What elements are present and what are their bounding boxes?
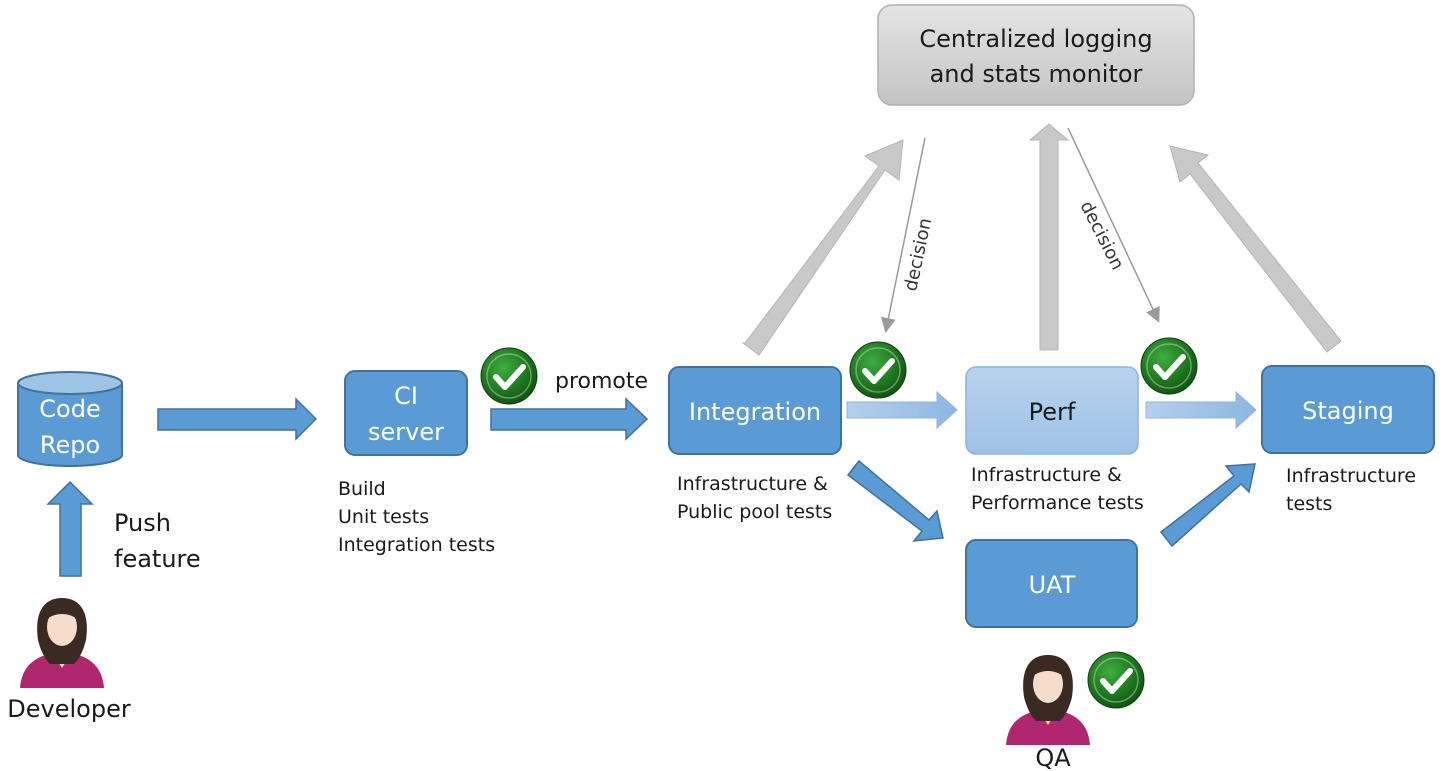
ci-note-line2: Unit tests — [338, 506, 429, 528]
checkmark-icon — [1140, 337, 1198, 395]
integration-box — [668, 366, 842, 455]
ci-server-label-line2: server — [368, 418, 444, 446]
monitor-label-line1: Centralized logging — [919, 25, 1152, 53]
integration-label: Integration — [689, 398, 821, 426]
uat-box — [965, 539, 1138, 628]
monitor-box — [877, 4, 1195, 106]
ci-note-line1: Build — [338, 478, 386, 500]
developer-label: Developer — [7, 695, 131, 723]
arrow-repo-to-ci — [157, 397, 318, 441]
arrow-integration-to-monitor — [741, 139, 904, 356]
ci-note-line3: Integration tests — [338, 534, 495, 556]
staging-note-line1: Infrastructure — [1286, 465, 1416, 487]
promote-label: promote — [555, 369, 648, 394]
staging-label: Staging — [1302, 397, 1394, 425]
arrow-perf-to-monitor — [1028, 123, 1070, 351]
staging-note-line2: tests — [1286, 493, 1332, 515]
decision-label-1: decision — [900, 216, 936, 293]
qa-label: QA — [1035, 744, 1071, 771]
database-icon — [17, 371, 123, 467]
perf-box — [965, 366, 1139, 455]
arrow-integration-to-perf — [846, 390, 958, 430]
ci-server-box — [344, 370, 468, 456]
person-icon — [1006, 655, 1090, 745]
arrow-uat-to-staging — [1159, 463, 1256, 548]
checkmark-icon — [849, 341, 907, 399]
decision-arrow-2 — [1067, 127, 1160, 323]
arrow-perf-to-staging — [1145, 390, 1257, 430]
perf-label: Perf — [1029, 398, 1076, 426]
code-repo-label-line2: Repo — [40, 431, 100, 459]
ci-server-label-line1: CI — [394, 382, 418, 410]
perf-note-line2: Performance tests — [971, 492, 1144, 514]
checkmark-icon — [1087, 651, 1145, 709]
arrow-integration-to-uat — [846, 459, 944, 542]
perf-note-line1: Infrastructure & — [971, 464, 1122, 486]
integration-note-line2: Public pool tests — [677, 501, 832, 523]
uat-label: UAT — [1029, 571, 1076, 599]
staging-box — [1261, 365, 1435, 454]
person-icon — [20, 598, 104, 688]
arrow-push-feature — [46, 480, 94, 577]
monitor-label-line2: and stats monitor — [930, 60, 1143, 88]
decision-label-2: decision — [1076, 198, 1128, 274]
checkmark-icon — [480, 347, 538, 405]
code-repo-label-line1: Code — [39, 395, 100, 423]
arrow-staging-to-monitor — [1169, 145, 1342, 353]
push-label-line2: feature — [114, 545, 201, 573]
decision-arrow-1 — [881, 137, 926, 333]
push-label-line1: Push — [114, 509, 171, 537]
arrow-ci-to-integration — [490, 397, 649, 441]
integration-note-line1: Infrastructure & — [677, 473, 828, 495]
